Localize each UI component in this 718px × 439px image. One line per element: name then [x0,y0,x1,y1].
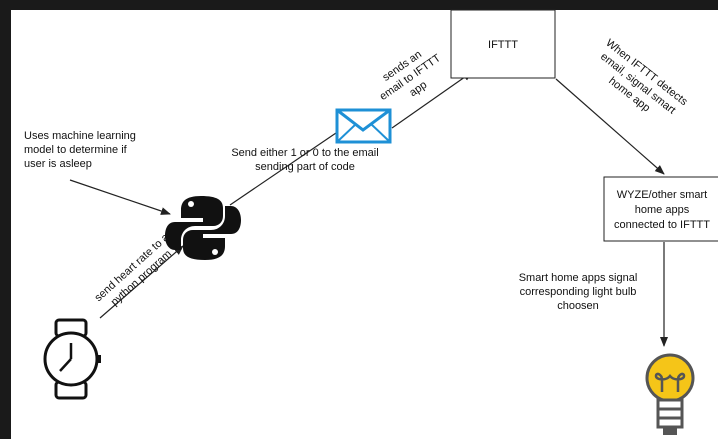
python-logo-icon [165,196,241,260]
edge-email-to-ifttt [391,71,473,129]
send-email-label-line-2: sending part of code [255,161,355,173]
ml-label-line-2: model to determine if [24,144,128,156]
lightbulb-icon [645,353,695,435]
ifttt-node: IFTTT [450,9,556,79]
sends-email-label: sends an email to IFTTT app [378,48,444,103]
ifttt-label: IFTTT [488,39,518,51]
edge-ifttt-to-smarthome [555,78,665,175]
smart-signal-label-line-3: choosen [557,300,599,312]
ml-label: Uses machine learning model to determine… [24,130,136,170]
smart-signal-label-line-1: Smart home apps signal [519,272,638,284]
edge-python-to-email [229,132,337,206]
smart-signal-label: Smart home apps signal corresponding lig… [519,272,638,312]
smart-home-label-line-3: connected to IFTTT [614,219,710,231]
watch-icon [43,318,101,400]
diagram-canvas [11,10,718,439]
send-email-label-line-1: Send either 1 or 0 to the email [231,147,378,159]
ml-label-line-1: Uses machine learning [24,130,136,142]
edge-watch-to-python [99,245,184,319]
edge-ml-to-python [69,179,171,215]
smart-home-node: WYZE/other smart home apps connected to … [603,176,718,242]
ml-label-line-3: user is asleep [24,158,92,170]
smart-home-label-line-1: WYZE/other smart [617,189,707,201]
smart-home-label-line-2: home apps [635,204,690,216]
send-email-label: Send either 1 or 0 to the email sending … [231,147,378,173]
smart-signal-label-line-2: corresponding light bulb [520,286,637,298]
when-ifttt-label: When IFTTT detects email, signal smart h… [598,37,690,117]
envelope-icon [335,108,392,144]
